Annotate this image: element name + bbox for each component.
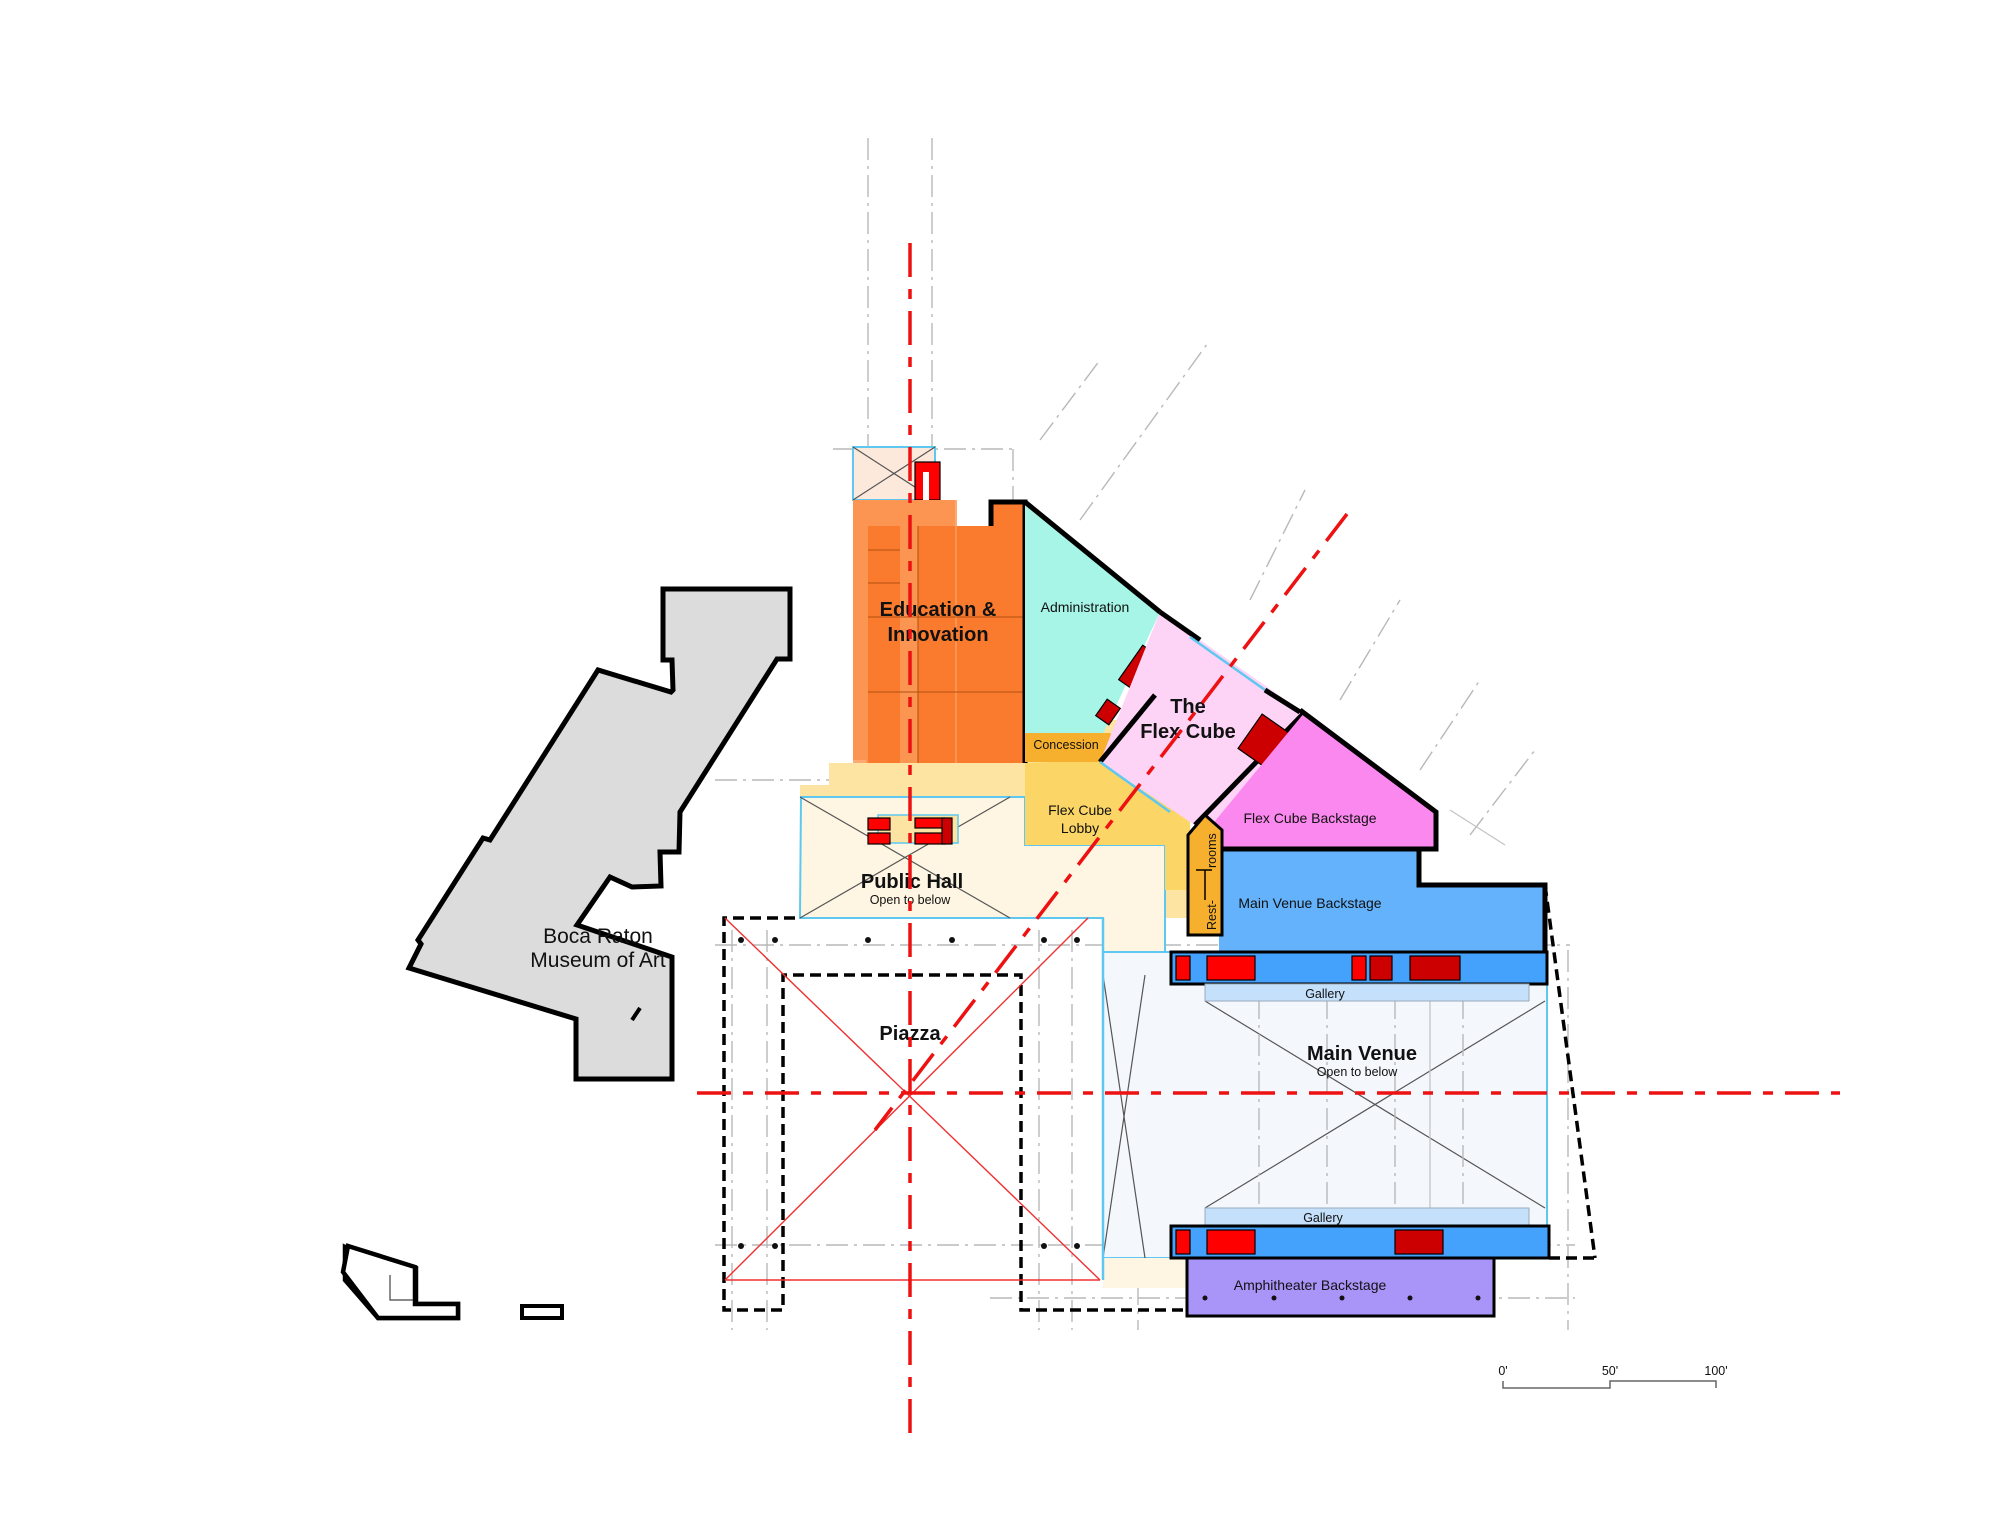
main-venue-zone: Gallery Main Venue Open to below Gallery bbox=[1102, 884, 1597, 1320]
red-axes bbox=[697, 243, 1840, 1440]
main-venue-title: Main Venue bbox=[1307, 1043, 1417, 1065]
restrooms-label-line2: rooms bbox=[1205, 833, 1219, 868]
scale-tick-50: 50' bbox=[1602, 1364, 1618, 1378]
gallery-top bbox=[1204, 983, 1530, 1002]
main-venue-backstage-label: Main Venue Backstage bbox=[1238, 895, 1381, 911]
scale-bar: 0' 50' 100' bbox=[1498, 1364, 1728, 1389]
museum-label-line2: Museum of Art bbox=[530, 949, 666, 972]
administration-label: Administration bbox=[1041, 599, 1130, 615]
concession-block bbox=[1025, 733, 1125, 762]
education-label-line2: Innovation bbox=[887, 624, 988, 646]
amphitheater-backstage-label: Amphitheater Backstage bbox=[1234, 1277, 1387, 1293]
flex-cube-lobby-label-line2: Lobby bbox=[1061, 820, 1099, 836]
diagonal-axis bbox=[873, 512, 1349, 1132]
flex-cube-backstage-zone: Flex Cube Backstage bbox=[1206, 708, 1439, 852]
museum-label-line1: Boca Raton bbox=[543, 925, 653, 948]
gallery-bottom-label: Gallery bbox=[1303, 1211, 1343, 1225]
scale-tick-0: 0' bbox=[1498, 1364, 1507, 1378]
flex-cube-label-line2: Flex Cube bbox=[1140, 721, 1236, 743]
concession-zone: Concession bbox=[1025, 733, 1125, 762]
main-venue-backstage-zone: Main Venue Backstage bbox=[1219, 846, 1548, 952]
amphitheater-backstage-zone: Amphitheater Backstage bbox=[1185, 1256, 1496, 1318]
gallery-top-label: Gallery bbox=[1305, 987, 1345, 1001]
amphitheater-backstage-block bbox=[1185, 1256, 1496, 1318]
piazza-label: Piazza bbox=[879, 1023, 941, 1045]
concession-label: Concession bbox=[1033, 738, 1098, 752]
flex-cube-label-line1: The bbox=[1170, 696, 1206, 718]
main-venue-note: Open to below bbox=[1317, 1065, 1399, 1079]
flex-cube-lobby-label-line1: Flex Cube bbox=[1048, 802, 1112, 818]
public-hall-title: Public Hall bbox=[861, 871, 963, 893]
flex-cube-backstage-block bbox=[1206, 712, 1436, 849]
education-label-line1: Education & bbox=[880, 599, 997, 621]
main-venue-backstage-block bbox=[1219, 849, 1545, 952]
administration-zone: Administration bbox=[1023, 500, 1169, 740]
flex-cube-backstage-label: Flex Cube Backstage bbox=[1243, 810, 1376, 826]
restrooms-label-line1: Rest- bbox=[1205, 900, 1219, 930]
scale-tick-100: 100' bbox=[1704, 1364, 1727, 1378]
piazza-zone: Piazza bbox=[722, 916, 1187, 1312]
museum-building: Boca Raton Museum of Art bbox=[340, 586, 793, 1321]
education-zone: Education & Innovation bbox=[852, 446, 1028, 763]
main-venue-floor bbox=[1102, 951, 1548, 1259]
restrooms-zone: Rest- rooms bbox=[1186, 812, 1224, 937]
public-hall-note: Open to below bbox=[870, 893, 952, 907]
gallery-bottom bbox=[1204, 1207, 1530, 1227]
